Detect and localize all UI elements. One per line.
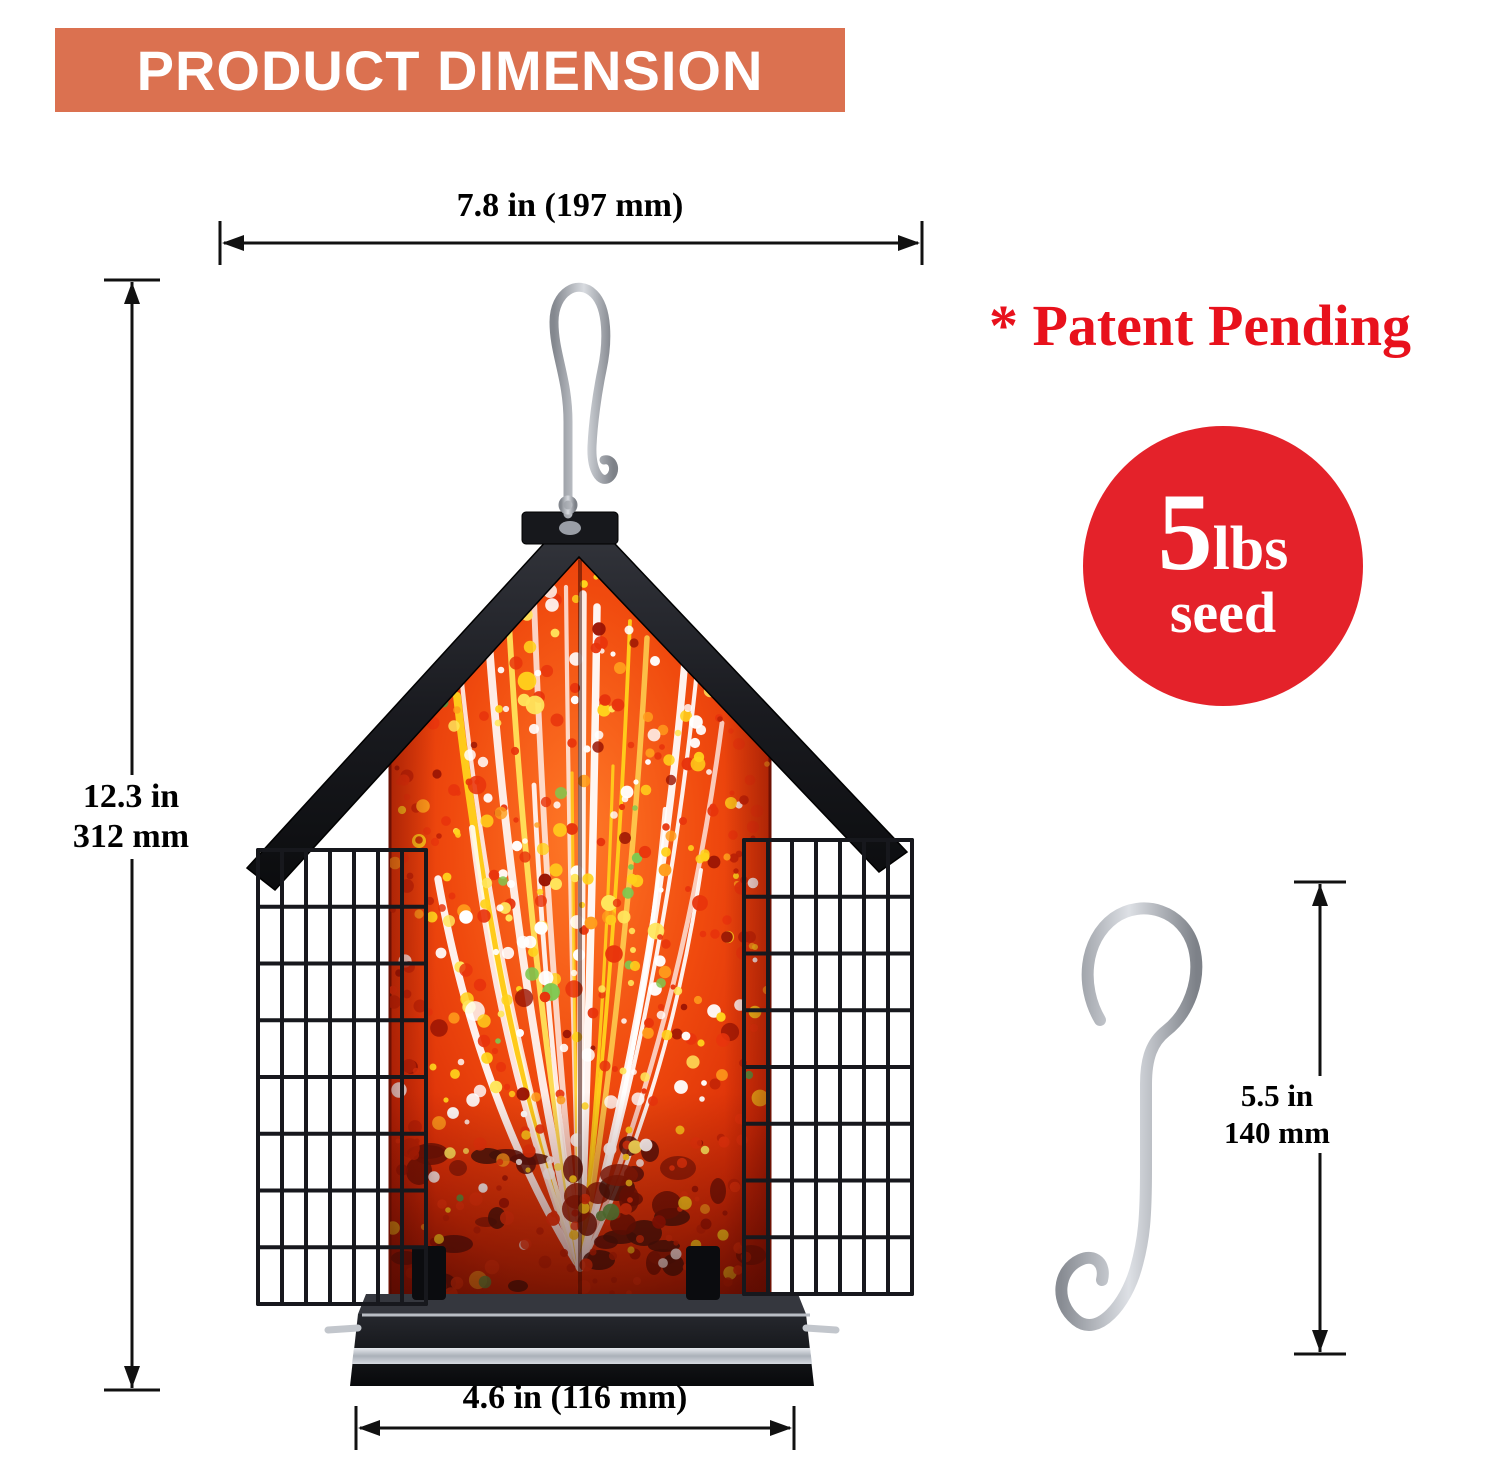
banner-title: PRODUCT DIMENSION — [136, 38, 764, 102]
badge-word: seed — [1169, 580, 1277, 646]
feeder-height-inches: 12.3 in — [82, 778, 180, 815]
tray-width-arrow — [354, 1406, 796, 1450]
glass-body — [388, 556, 772, 1302]
bird-feeder-image — [245, 282, 914, 1386]
tray-width-label: 4.6 in (116 mm) — [462, 1379, 688, 1416]
cage-right — [742, 838, 914, 1296]
hook-length-label: 5.5 in 140 mm — [1212, 1076, 1342, 1154]
roof-hook-mount — [559, 521, 581, 535]
seed-tray — [324, 1246, 840, 1386]
feeder-height-label: 12.3 in 312 mm — [46, 775, 216, 860]
badge-number: 5 — [1157, 470, 1213, 593]
patent-pending-note: * Patent Pending — [988, 293, 1412, 358]
hook-length-mm: 140 mm — [1224, 1114, 1330, 1150]
hook-length-inches: 5.5 in — [1240, 1078, 1314, 1113]
badge-unit: lbs — [1212, 514, 1289, 583]
cage-left — [256, 848, 428, 1306]
s-hook-image — [1055, 902, 1203, 1331]
banner: PRODUCT DIMENSION — [55, 28, 845, 112]
feeder-width-label: 7.8 in (197 mm) — [456, 187, 684, 224]
feeder-width-arrow — [218, 221, 924, 265]
hanging-hook — [549, 282, 619, 519]
feeder-height-mm: 312 mm — [72, 818, 190, 856]
